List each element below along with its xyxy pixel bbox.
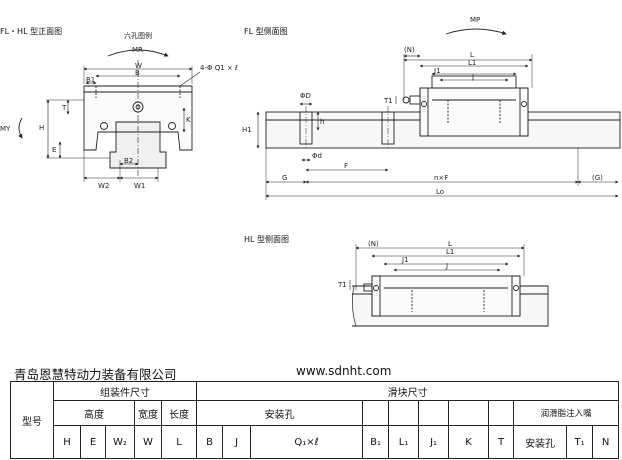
website-url: www.sdnht.com: [296, 364, 392, 378]
label-J-hl: J: [445, 262, 448, 270]
label-B1: B1: [86, 76, 95, 84]
technical-drawing: FL・HL 型正面图 六孔图例 MR W B B1 4-Φ Q1 × ℓ H T…: [0, 16, 621, 327]
label-L-fl: L: [470, 51, 474, 59]
hl-side-title: HL 型侧面图: [244, 234, 289, 244]
col-length: 长度: [160, 400, 198, 426]
fl-side-view: [256, 28, 621, 200]
col-J: J: [222, 425, 252, 459]
label-Lo: Lo: [436, 188, 444, 196]
cell-blank-3: [418, 400, 450, 426]
col-K: K: [448, 425, 490, 459]
label-W1: W1: [134, 182, 145, 190]
group-assembly: 组装件尺寸: [52, 381, 198, 401]
col-H: H: [53, 425, 81, 459]
label-h: h: [320, 118, 324, 126]
col-model: 型号: [10, 381, 54, 459]
label-hole: 4-Φ Q1 × ℓ: [200, 64, 238, 72]
label-H1: H1: [242, 126, 252, 134]
col-T: T: [488, 425, 515, 459]
label-J1-hl: J1: [401, 256, 409, 264]
col-mounting-hole: 安装孔: [196, 400, 364, 426]
label-MY: MY: [0, 125, 11, 133]
label-phid: Φd: [312, 152, 322, 160]
cell-blank-2: [388, 400, 420, 426]
label-N-hl: (N): [368, 240, 379, 248]
company-name: 青岛恩慧特动力装备有限公司: [14, 367, 177, 382]
label-phiD: ΦD: [300, 92, 311, 100]
col-mount-hole: 安装孔: [513, 425, 568, 459]
col-W2: W₂: [105, 425, 135, 459]
label-T1-fl: T1: [383, 97, 393, 105]
label-F: F: [344, 162, 348, 170]
label-G: G: [282, 174, 287, 182]
spec-table: 型号 组装件尺寸 滑块尺寸 高度 宽度 长度 安装孔 润滑脂注入嘴 H E W₂…: [10, 381, 620, 459]
label-L-hl: L: [448, 240, 452, 248]
cell-blank-1: [362, 400, 390, 426]
label-T: T: [61, 104, 67, 112]
col-E: E: [80, 425, 106, 459]
col-Q: Q₁×ℓ: [250, 425, 364, 459]
col-height: 高度: [53, 400, 135, 426]
fl-side-title: FL 型侧面图: [244, 26, 288, 36]
label-W2: W2: [98, 182, 109, 190]
group-slider: 滑块尺寸: [196, 381, 620, 401]
label-K: K: [186, 116, 191, 124]
col-L1: L₁: [388, 425, 420, 459]
col-B1: B₁: [362, 425, 390, 459]
col-lube-nipple: 润滑脂注入嘴: [513, 400, 620, 426]
col-W: W: [134, 425, 162, 459]
label-B2: B2: [124, 157, 133, 165]
label-J-fl: J: [471, 73, 474, 81]
cell-blank-4: [448, 400, 490, 426]
label-MR: MR: [132, 46, 143, 54]
front-view-subtitle: 六孔图例: [124, 31, 152, 40]
front-view: [18, 49, 201, 182]
label-T1-hl: T1: [337, 281, 347, 289]
label-N-fl: (N): [404, 46, 415, 54]
label-L1-hl: L1: [446, 248, 454, 256]
label-MP: MP: [470, 16, 480, 24]
col-N: N: [592, 425, 620, 459]
col-T1: T₁: [566, 425, 594, 459]
front-view-title: FL・HL 型正面图: [0, 27, 62, 36]
hl-side-view: [349, 244, 549, 327]
col-B: B: [196, 425, 224, 459]
label-L1-fl: L1: [468, 59, 476, 67]
label-H: H: [39, 124, 44, 132]
label-B: B: [135, 69, 140, 77]
label-nxF: n×F: [434, 174, 448, 182]
cell-blank-5: [488, 400, 515, 426]
label-J1-fl: J1: [433, 67, 441, 75]
label-E: E: [52, 146, 56, 154]
label-W: W: [135, 62, 142, 70]
col-width: 宽度: [134, 400, 162, 426]
col-J1: J₁: [418, 425, 450, 459]
col-L: L: [160, 425, 198, 459]
label-G-paren: (G): [592, 174, 603, 182]
